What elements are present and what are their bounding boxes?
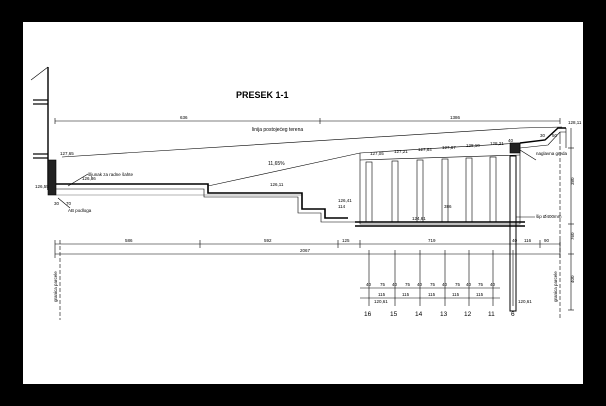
slope-label: 11,65%	[268, 161, 285, 167]
pile-spacing-11: 40	[490, 282, 496, 287]
pile-spacing2-1: 115	[378, 292, 386, 297]
axis-12: 12	[464, 311, 472, 318]
pile-spacing-4: 75	[405, 282, 411, 287]
level-4: 126,11	[270, 182, 284, 187]
pile-spacing-3: 40	[392, 282, 398, 287]
bottom-dim-5: 40	[512, 238, 518, 243]
right-dim-3: 400	[570, 275, 575, 283]
base-label: AB podloga	[68, 208, 92, 213]
level-6: 124,61	[412, 216, 426, 221]
bottom-dim-total: 2067	[300, 248, 311, 253]
small-dim-70: 70	[66, 201, 72, 206]
pile-spacing-8: 75	[455, 282, 461, 287]
pile-spacing-7: 40	[442, 282, 448, 287]
axis-11: 11	[488, 311, 495, 318]
small-dim-30: 30	[54, 201, 60, 206]
level-15: 120,61	[518, 299, 532, 304]
top-dim-2: 1386	[450, 115, 461, 120]
bottom-dim-4: 719	[428, 238, 436, 243]
right-retaining	[519, 127, 567, 149]
top-dimension-line	[54, 118, 561, 124]
pile-spacing2-2: 115	[402, 292, 410, 297]
left-building-wall	[30, 66, 57, 196]
gravel-label: šljunak za radne šahte	[88, 172, 134, 177]
level-7: 127,05	[370, 151, 384, 156]
bottom-dim-1: 586	[125, 238, 133, 243]
parcel-label-right: granica parcele	[553, 271, 558, 302]
axis-14: 14	[415, 311, 423, 318]
pile-label: šip Ø400mm	[536, 214, 562, 219]
axis-15: 15	[390, 311, 398, 318]
level-2: 126,86	[82, 176, 96, 181]
wall-dim-2: 50	[552, 133, 558, 138]
pile-axes	[360, 250, 514, 306]
pile-spacing-1: 40	[366, 282, 372, 287]
level-1: 127,65	[60, 151, 74, 156]
terrain-line	[61, 126, 563, 158]
base-leader	[57, 197, 71, 209]
right-dim-2: 760	[570, 232, 575, 240]
level-3: 126,55	[35, 184, 49, 189]
drawing-sheet: PRESEK 1-1 linija postojećeg terena 11,6…	[23, 22, 583, 384]
terrain-label: linija postojećeg terena	[252, 127, 303, 133]
gravel-leader	[67, 173, 89, 187]
bottom-dim-3: 125	[342, 238, 350, 243]
slab-profile	[56, 183, 355, 223]
bottom-dim-6: 116	[524, 238, 532, 243]
pile-spacing-10: 75	[478, 282, 484, 287]
pile-spacing2-3: 115	[428, 292, 436, 297]
pile-structure	[355, 142, 525, 312]
bottom-dimension-lines	[54, 240, 561, 258]
parcel-label-left: granica parcele	[53, 271, 58, 302]
beam-label: naglavna greda	[536, 151, 568, 156]
level-5: 126,41	[338, 198, 352, 203]
right-vertical-dimension	[568, 128, 574, 311]
level-10: 127,87	[442, 145, 456, 150]
level-11: 128,10	[466, 143, 480, 148]
bottom-dim-7: 90	[544, 238, 550, 243]
pile-spacing-5: 40	[417, 282, 423, 287]
axis-16: 16	[364, 311, 372, 318]
wall-dim-1: 30	[540, 133, 546, 138]
beam-leader	[519, 149, 537, 161]
level-12: 128,21	[490, 141, 504, 146]
top-dim-1: 636	[180, 115, 188, 120]
pile-spacing2-5: 115	[476, 292, 484, 297]
pile-spacing-2: 75	[380, 282, 386, 287]
level-13: 128,11	[568, 120, 582, 125]
pile-spacing-6: 75	[430, 282, 436, 287]
axis-6: 6	[511, 311, 515, 318]
bottom-dim-2: 592	[264, 238, 272, 243]
level-8: 127,21	[394, 149, 408, 154]
level-14: 120,61	[374, 299, 388, 304]
slope-line	[207, 142, 521, 187]
pile-spacing2-4: 115	[452, 292, 460, 297]
level-9: 127,64	[418, 147, 432, 152]
small-dim-386: 386	[444, 204, 452, 209]
section-drawing: PRESEK 1-1 linija postojećeg terena 11,6…	[30, 66, 582, 320]
right-dim-1: 380	[570, 177, 575, 185]
pile-spacing-9: 40	[466, 282, 472, 287]
small-dim-114: 114	[338, 204, 346, 209]
section-title: PRESEK 1-1	[236, 90, 289, 100]
axis-13: 13	[440, 311, 448, 318]
small-dim-40: 40	[508, 138, 514, 143]
